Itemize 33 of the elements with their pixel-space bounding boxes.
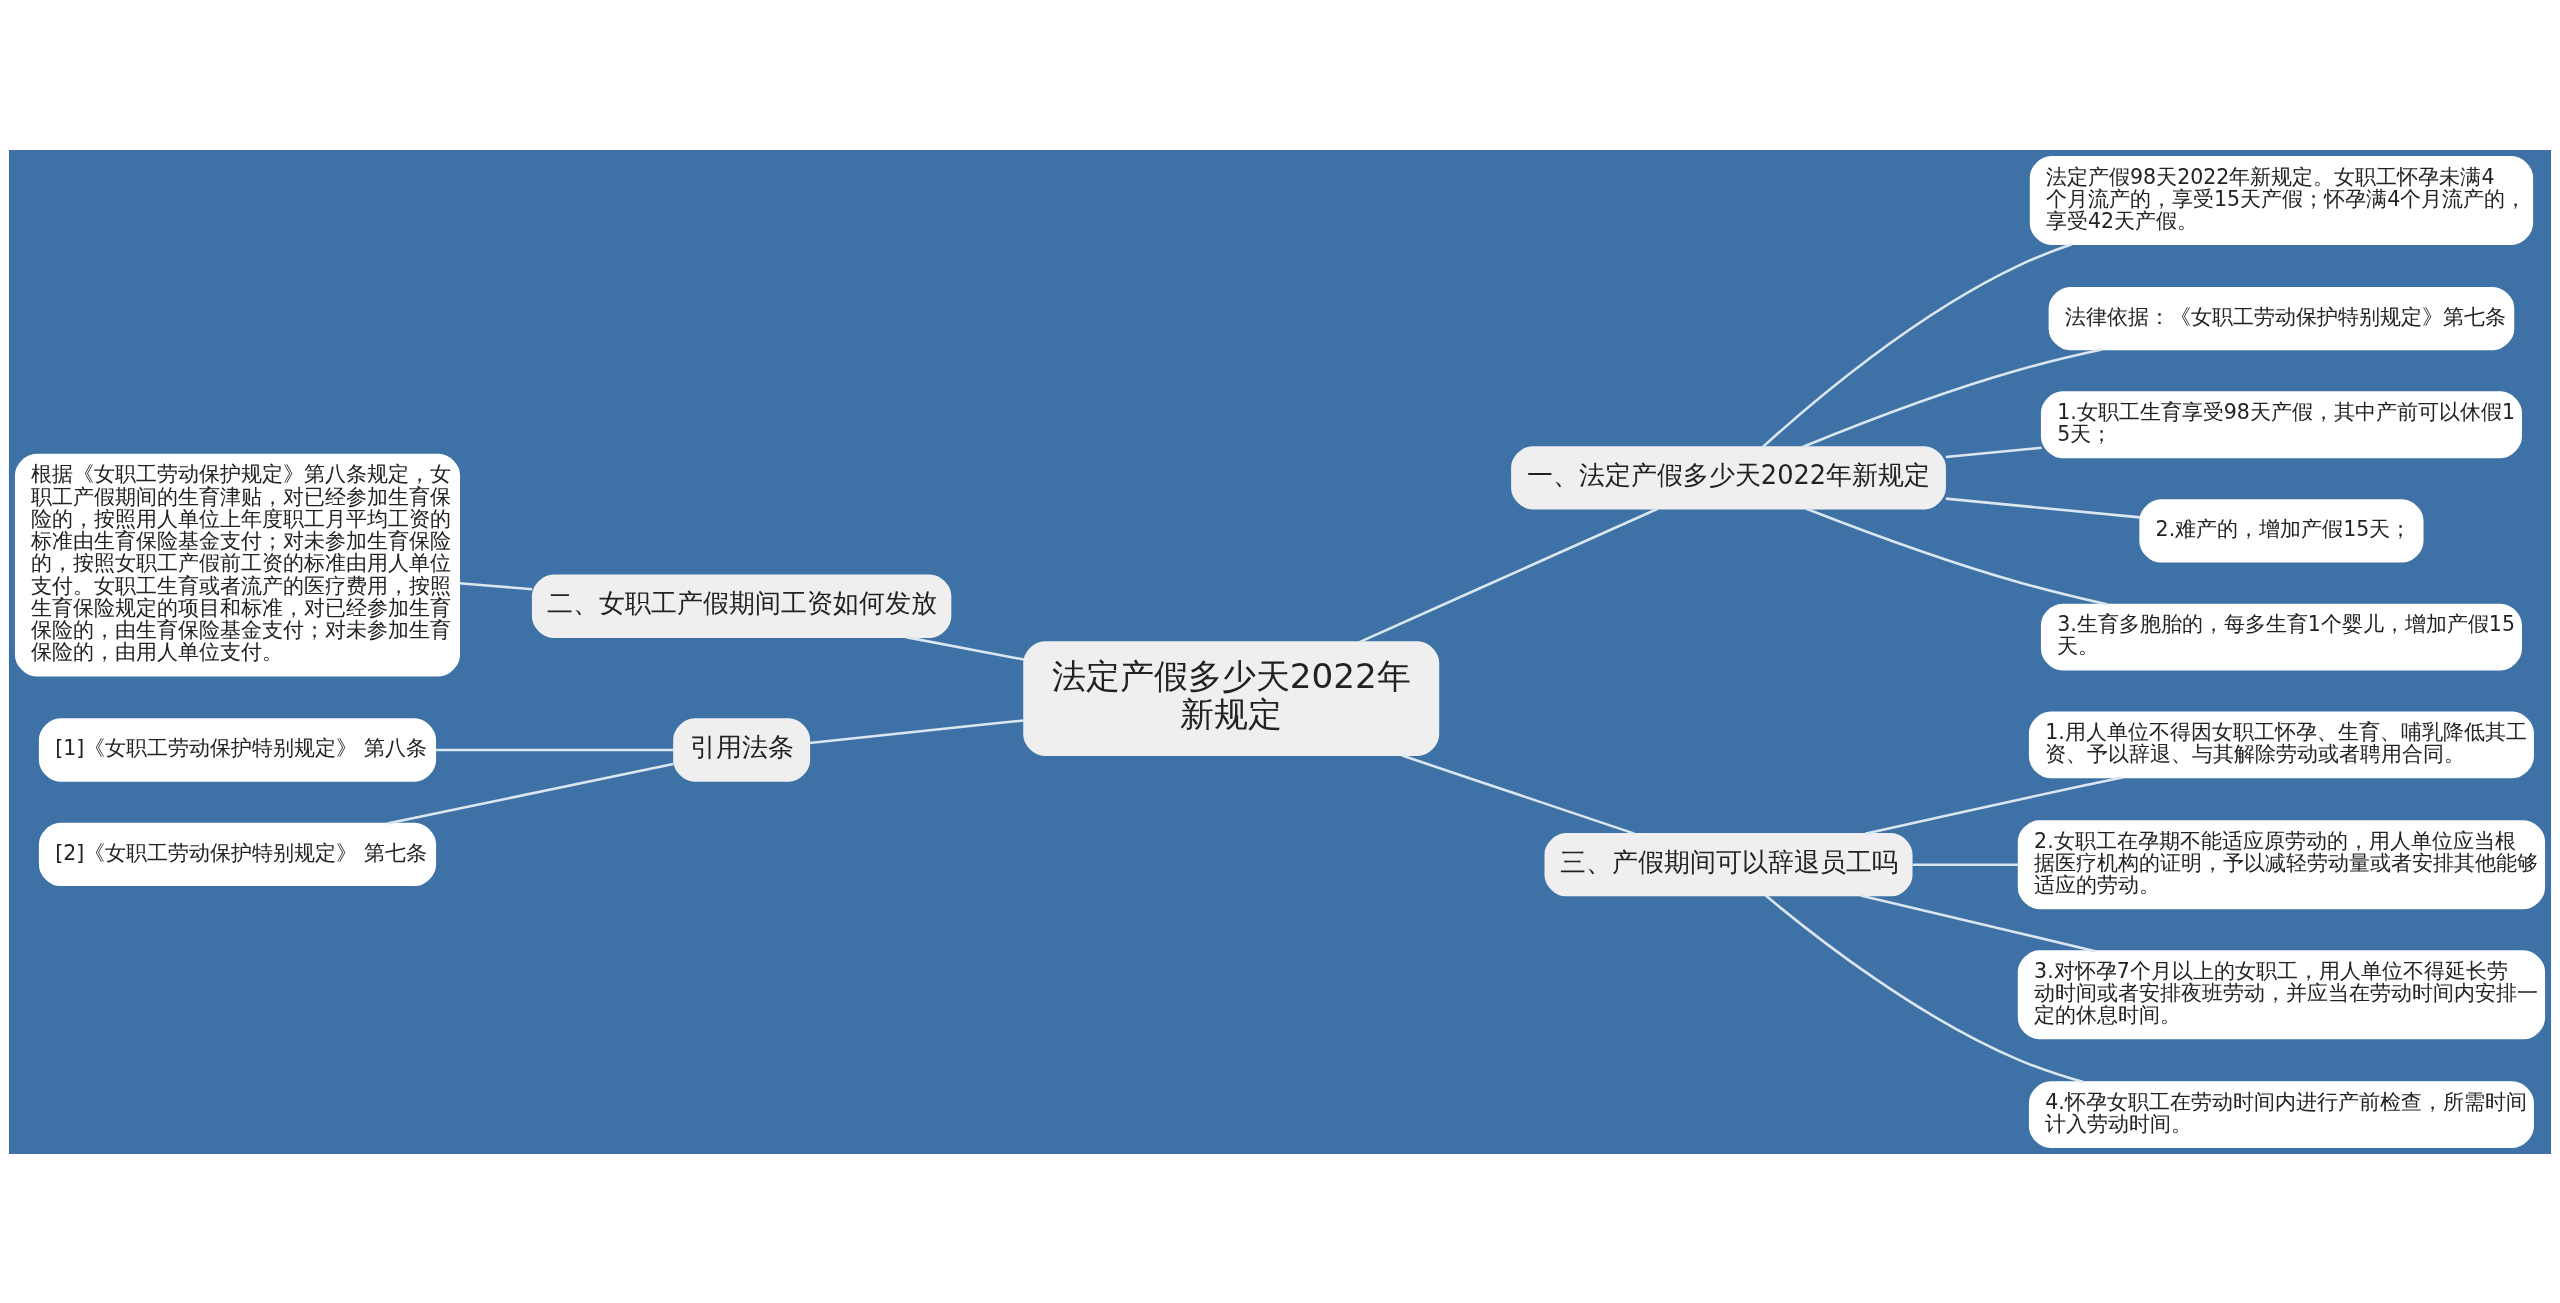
connector xyxy=(387,762,674,825)
connector xyxy=(1802,347,2103,448)
node-box: 4.怀孕女职工在劳动时间内进行产前检查，所需时间计入劳动时间。 xyxy=(2028,1080,2534,1148)
node-box: 引用法条 xyxy=(673,717,811,782)
connector xyxy=(459,581,533,590)
connector xyxy=(1764,894,2084,1083)
node-box: 法定产假多少天2022年新规定 xyxy=(1023,640,1440,756)
connector xyxy=(1762,242,2073,448)
node-box: [1]《女职工劳动保护特别规定》 第八条 xyxy=(38,717,437,782)
connector xyxy=(1358,507,1659,643)
connector xyxy=(809,718,1024,744)
connector xyxy=(435,748,674,751)
node-box: 1.用人单位不得因女职工怀孕、生育、哺乳降低其工资、予以辞退、与其解除劳动或者聘用合同。 xyxy=(2028,711,2534,778)
connector xyxy=(1805,507,2108,606)
connector xyxy=(1860,893,2096,952)
node-box: 1.女职工生育享受98天产假，其中产前可以休假15天； xyxy=(2040,390,2522,458)
node-box: 法定产假98天2022年新规定。女职工怀孕未满4个月流产的，享受15天产假；怀孕满4个月流产的，享受42天产假。 xyxy=(2029,155,2534,245)
node-box: 2.女职工在孕期不能适应原劳动的，用人单位应当根据医疗机构的证明，予以减轻劳动量或者安排其他能够适应的劳动。 xyxy=(2017,819,2546,909)
node-box: [2]《女职工劳动保护特别规定》 第七条 xyxy=(38,822,437,886)
node-box: 根据《女职工劳动保护规定》第八条规定，女职工产假期间的生育津贴，对已经参加生育保险的，按照用人单位上年度职工月平均工资的标准由生育保险基金支付；对未参加生育保险的，按照女职工产假前工资的标准由用人单位支付。女职工生育或者流产的医疗费用，按照生育保险规定的项目和标准，对已经参加生育保险的，由生育保险基金支付；对未参加生育保险的，由用人单位支付。 xyxy=(14,453,461,676)
connector xyxy=(1945,445,2042,458)
connector xyxy=(1401,753,1635,835)
node-box: 2.难产的，增加产假15天； xyxy=(2139,498,2424,563)
node-box: 3.对怀孕7个月以上的女职工，用人单位不得延长劳动时间或者安排夜班劳动，并应当在劳动时间内安排一定的休息时间。 xyxy=(2017,949,2546,1039)
node-box: 法律依据：《女职工劳动保护特别规定》第七条 xyxy=(2048,286,2515,350)
connector xyxy=(905,635,1025,661)
node-box: 三、产假期间可以辞退员工吗 xyxy=(1544,832,1913,896)
node-box: 一、法定产假多少天2022年新规定 xyxy=(1511,445,1946,509)
connector xyxy=(1864,775,2123,835)
connector xyxy=(1912,862,2019,866)
node-box: 3.生育多胞胎的，每多生育1个婴儿，增加产假15天。 xyxy=(2040,603,2522,670)
node-box: 二、女职工产假期间工资如何发放 xyxy=(531,574,952,638)
connector xyxy=(1945,496,2141,519)
